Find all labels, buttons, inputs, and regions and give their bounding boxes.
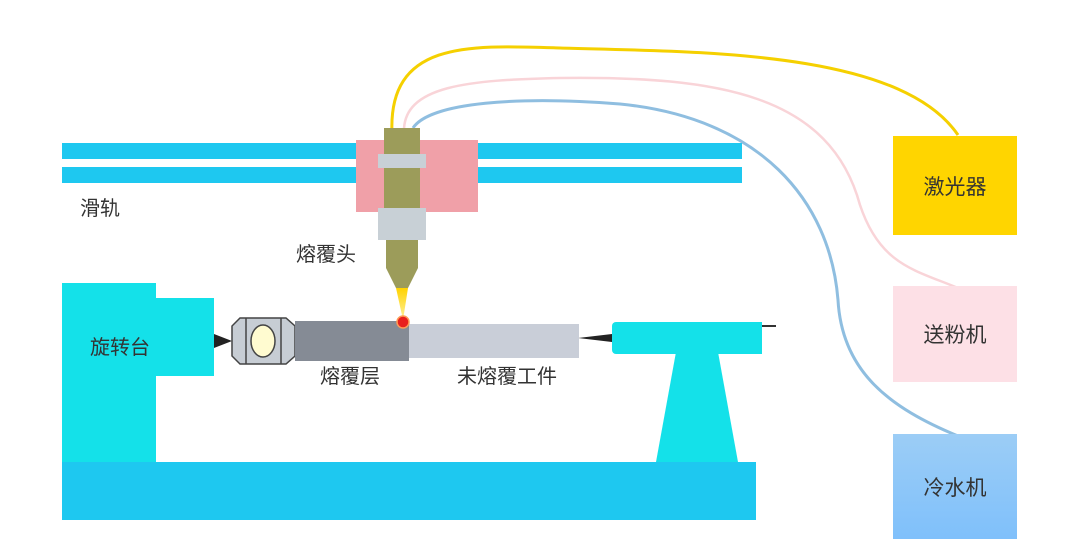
tailstock-base [656,352,738,462]
cladding-layer [295,321,409,361]
cladding-layer-label: 熔覆层 [320,364,380,388]
headstock-center [214,334,232,348]
workpiece-label: 未熔覆工件 [457,364,557,388]
powder-feeder-label: 送粉机 [923,323,987,347]
head-nozzle-body [384,168,420,208]
head-nozzle-lower [386,240,418,268]
rotary-table-label: 旋转台 [90,335,150,359]
unclad-workpiece [409,324,579,358]
laser-beam [396,288,408,320]
head-collar-upper [378,154,426,168]
chiller-box: 冷水机 [893,434,1017,539]
powder-feeder-box: 送粉机 [893,286,1017,382]
chiller-cable [411,99,959,438]
head-label: 熔覆头 [296,242,356,266]
rail-label: 滑轨 [80,196,120,220]
machine-bed [62,462,756,520]
chiller-label: 冷水机 [923,475,987,500]
chuck-face [250,324,276,358]
head-collar-lower [378,208,426,240]
head-nozzle-tip [386,268,418,288]
laser-box: 激光器 [893,136,1017,235]
tailstock-center [578,334,612,342]
tailstock-body [612,322,758,354]
laser-cable [390,45,960,136]
tailstock-sleeve [752,322,762,354]
powder-cable [402,76,959,290]
melt-pool [396,315,410,329]
head-nozzle-top [384,128,420,154]
rotary-table [62,283,214,462]
laser-label: 激光器 [923,174,987,199]
